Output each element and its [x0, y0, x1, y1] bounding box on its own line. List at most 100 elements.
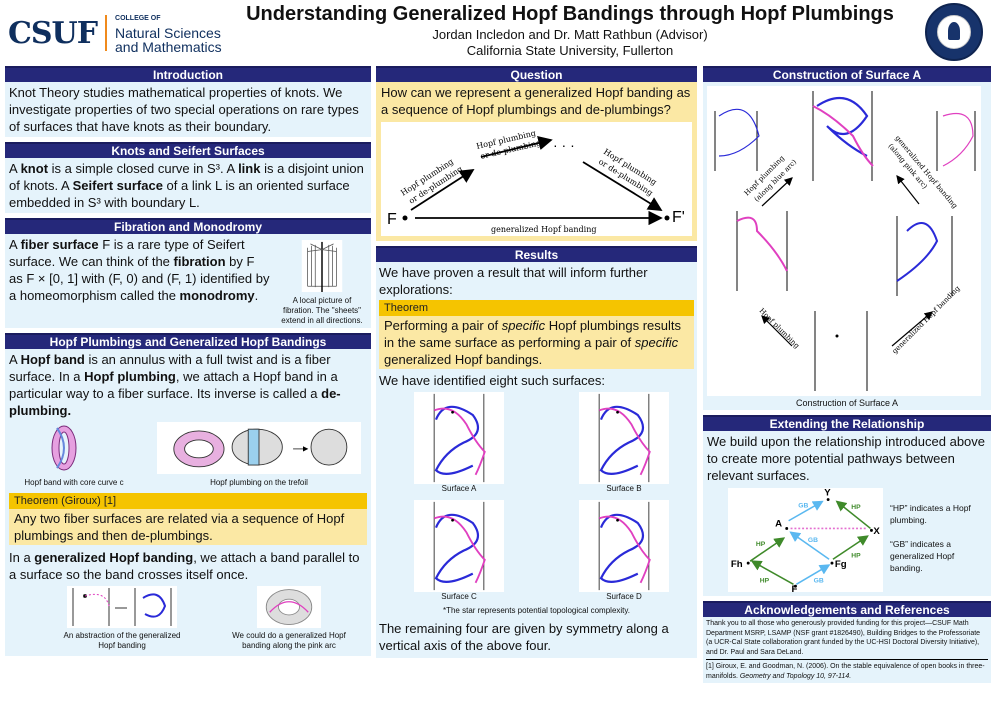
extending-body: We build upon the relationship introduce… [703, 431, 991, 596]
poster-title: Understanding Generalized Hopf Bandings … [246, 3, 894, 25]
label-hp-3: HP [851, 552, 861, 559]
label-gb-2: GB [808, 537, 818, 544]
gen-banding-abstraction-picture [67, 586, 177, 628]
construction-diagram: Hopf plumbing (along blue arc) generaliz… [707, 86, 981, 396]
intro-header: Introduction [5, 66, 371, 82]
results-body: We have proven a result that will inform… [376, 262, 697, 658]
logo-divider [105, 15, 108, 51]
results-theorem-title: Theorem [379, 300, 694, 316]
results-header: Results [376, 246, 697, 262]
fibration-text: A fiber surface F is a rare type of Seif… [9, 237, 270, 303]
construction-header: Construction of Surface A [703, 66, 991, 82]
logo-csuf: CSUF [8, 15, 98, 51]
fibration-header: Fibration and Monodromy [5, 218, 371, 234]
label-gb-3: GB [814, 577, 824, 584]
node-f-prime-label: F' [672, 209, 685, 226]
logo: CSUF COLLEGE OF Natural Sciences and Mat… [8, 12, 222, 54]
star-footnote: *The star represents potential topologic… [442, 606, 631, 615]
bottom-edge-label: generalized Hopf banding [491, 225, 596, 234]
label-gb-pink: generalized Hopf banding [893, 134, 959, 210]
pathway-row: Y A X Fh Fg F GB HP GB HP HP HP GB [707, 488, 987, 592]
label-gb-1: GB [798, 502, 808, 509]
fibration-caption: A local picture of fibration. The "sheet… [281, 296, 363, 325]
title-block: Understanding Generalized Hopf Bandings … [220, 2, 920, 59]
construction-body: Hopf plumbing (along blue arc) generaliz… [703, 82, 991, 410]
pathway-diagram: Y A X Fh Fg F GB HP GB HP HP HP GB [728, 488, 883, 592]
surface-figure: Surface D [579, 500, 669, 602]
surface-knot-picture [414, 500, 504, 592]
ack-header: Acknowledgements and References [703, 601, 991, 617]
node-f-label: F [387, 211, 397, 228]
gen-banding-abstraction-caption: An abstraction of the generalized Hopf b… [63, 631, 181, 650]
hopf-plumbing-picture [157, 422, 361, 474]
node-fg: Fg [835, 559, 847, 570]
giroux-theorem-title: Theorem (Giroux) [1] [9, 493, 367, 509]
legend-hp: “HP” indicates a Hopf plumbing. [890, 503, 971, 525]
question-body: How can we represent a generalized Hopf … [376, 82, 697, 241]
construction-caption: Construction of Surface A [795, 398, 899, 408]
college-line-1: Natural Sciences [115, 25, 221, 41]
results-intro: We have proven a result that will inform… [379, 265, 648, 297]
results-eight: We have identified eight such surfaces: [379, 373, 605, 388]
label-hp-2: HP [756, 541, 766, 548]
extending-text: We build upon the relationship introduce… [707, 434, 986, 483]
gen-banding-pink-arc-caption: We could do a generalized Hopf banding a… [232, 631, 346, 650]
gen-banding-pink-arc-picture [257, 586, 321, 628]
intro-text: Knot Theory studies mathematical propert… [5, 82, 371, 137]
surface-caption: Surface B [606, 484, 642, 493]
edge-2 [480, 135, 553, 158]
ack-text: Thank you to all those who generously pr… [706, 619, 988, 660]
node-fh: Fh [731, 559, 743, 570]
column-3: Construction of Surface A Hopf plumbing [703, 66, 991, 683]
college-line-2: and Mathematics [115, 39, 222, 55]
surface-figure: Surface A [414, 392, 504, 494]
giroux-theorem-text: Any two fiber surfaces are related via a… [9, 509, 367, 545]
column-1: Introduction Knot Theory studies mathema… [5, 66, 371, 656]
surface-figure: Surface C [414, 500, 504, 602]
knots-header: Knots and Seifert Surfaces [5, 142, 371, 158]
results-theorem-text: Performing a pair of specific Hopf plumb… [379, 316, 694, 369]
hopf-pictures-row: Hopf band with core curve c Hopf plumbin… [9, 422, 367, 490]
surface-figure: Surface B [579, 392, 669, 494]
node-f [402, 215, 408, 221]
surface-knot-picture [579, 392, 669, 484]
dots: · · · [553, 137, 575, 153]
label-hp: Hopf plumbing [758, 307, 802, 351]
knots-text: A knot is a simple closed curve in S³. A… [5, 158, 371, 213]
node-f: F [792, 584, 798, 592]
ack-body: Thank you to all those who generously pr… [703, 617, 991, 683]
fibration-figure: A local picture of fibration. The "sheet… [277, 236, 367, 326]
hopf-body: A Hopf band is an annulus with a full tw… [5, 349, 371, 656]
surface-caption: Surface D [606, 592, 642, 601]
node-y: Y [824, 488, 831, 499]
surface-caption: Surface C [441, 592, 477, 601]
university-seal [925, 3, 983, 61]
label-gb: generalized Hopf banding [891, 284, 962, 355]
hopf-text: A Hopf band is an annulus with a full tw… [9, 352, 341, 418]
remaining-text: The remaining four are given by symmetry… [379, 621, 669, 653]
node-a: A [775, 519, 782, 530]
hopf-band-caption: Hopf band with core curve c [24, 478, 124, 487]
gen-banding-text: In a generalized Hopf banding, we attach… [9, 550, 360, 582]
node-x: X [873, 526, 880, 537]
surface-caption: Surface A [441, 484, 477, 493]
hopf-band-picture [51, 425, 77, 471]
label-hp-4: HP [760, 577, 770, 584]
institution: California State University, Fullerton [466, 43, 674, 58]
reference-1: [1] Giroux, E. and Goodman, N. (2006). O… [706, 663, 985, 680]
gen-banding-pictures-row: An abstraction of the generalized Hopf b… [9, 586, 367, 652]
node-f-prime [664, 215, 670, 221]
surface-knot-picture [579, 500, 669, 592]
edge-1 [410, 169, 475, 211]
college-small: COLLEGE OF [115, 15, 161, 22]
edge-3 [582, 161, 663, 211]
question-text: How can we represent a generalized Hopf … [381, 85, 691, 117]
authors: Jordan Incledon and Dr. Matt Rathbun (Ad… [432, 27, 708, 42]
fibration-body: A fiber surface F is a rare type of Seif… [5, 234, 371, 328]
legend-gb: “GB” indicates a generalized Hopf bandin… [890, 539, 955, 573]
surfaces-grid: Surface A Surface B Surface C Surface D [379, 392, 694, 604]
hopf-header: Hopf Plumbings and Generalized Hopf Band… [5, 333, 371, 349]
question-diagram: F F' · · · Hopf plumbing or de-plumbing … [381, 122, 692, 236]
college-name: COLLEGE OF Natural Sciences and Mathemat… [115, 12, 222, 54]
extending-header: Extending the Relationship [703, 415, 991, 431]
